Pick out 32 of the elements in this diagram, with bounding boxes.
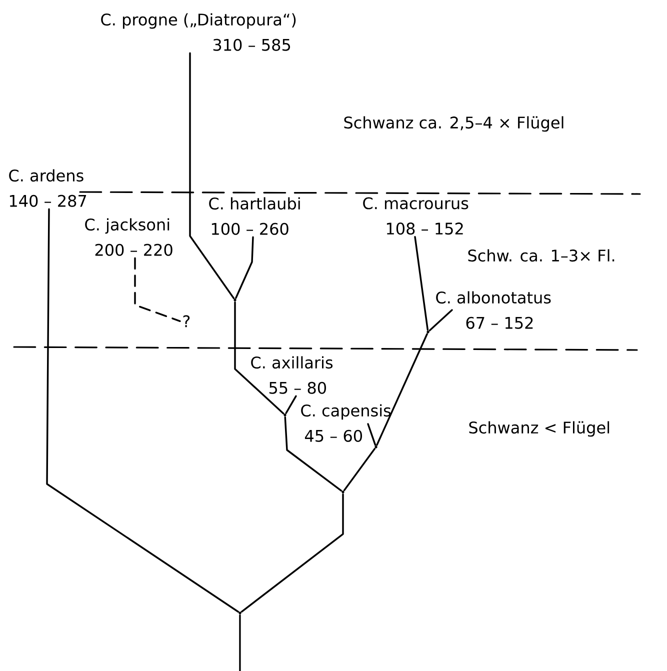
zone-label: Schwanz < Flügel — [469, 421, 610, 437]
branch-point — [284, 414, 286, 416]
branch-point — [342, 490, 344, 494]
taxon-label: C. hartlaubi 100 – 260 — [209, 197, 300, 235]
branch-line — [428, 309, 453, 332]
branch-line — [134, 257, 181, 322]
branch-line — [367, 423, 376, 446]
branch-point — [374, 446, 378, 448]
branch-line — [235, 236, 254, 299]
branch-point — [234, 298, 236, 302]
zone-label: Schw. ca. 1–3× Fl. — [468, 249, 614, 262]
branch-line — [285, 395, 297, 414]
branch-line — [240, 493, 344, 613]
taxon-label: C. jacksoni 200 – 220 — [85, 218, 172, 256]
branch-line — [46, 208, 240, 613]
branch-line — [284, 416, 342, 492]
taxon-label: C. ardens 140 – 287 — [9, 169, 86, 207]
taxon-label: C. axillaris 55 – 80 — [251, 356, 333, 394]
branch-line — [234, 301, 284, 414]
branch-line — [189, 52, 235, 300]
taxon-label: C. albonotatus 67 – 152 — [436, 291, 551, 329]
branch-point — [238, 612, 242, 614]
taxon-label: C. progne („Diatropura“) 310 – 585 — [101, 13, 296, 51]
branch-line — [376, 333, 428, 446]
question-mark: ? — [183, 315, 190, 328]
taxon-label: C. capensis 45 – 60 — [301, 404, 391, 442]
branch-line — [343, 448, 376, 492]
taxon-label: C. macrourus 108 – 152 — [363, 197, 468, 235]
branch-line — [414, 236, 429, 331]
zone-label: Schwanz ca. 2,5–4 × Flügel — [344, 116, 564, 132]
branch-point — [426, 330, 430, 334]
branch-line — [239, 614, 241, 671]
